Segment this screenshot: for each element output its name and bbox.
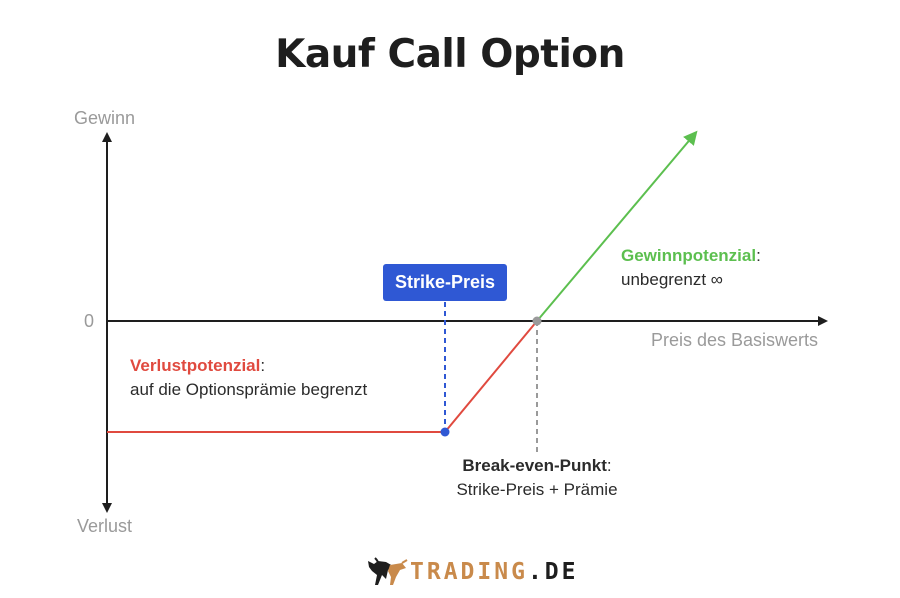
gain-heading: Gewinnpotenzial (621, 246, 757, 265)
strike-point (440, 427, 450, 437)
break-even-annotation: Break-even-Punkt: Strike-Preis + Prämie (437, 454, 637, 502)
loss-colon: : (260, 356, 266, 375)
gain-description: unbegrenzt ∞ (621, 270, 723, 289)
logo-brand-suffix: .DE (527, 559, 579, 585)
x-axis-label: Preis des Basiswerts (651, 330, 819, 350)
y-axis-bottom-label: Verlust (77, 516, 133, 536)
gain-annotation: Gewinnpotenzial: unbegrenzt ∞ (621, 244, 761, 292)
break-even-colon: : (606, 456, 612, 475)
break-even-description: Strike-Preis + Prämie (456, 480, 618, 499)
loss-heading: Verlustpotenzial (130, 356, 261, 375)
loss-description: auf die Optionsprämie begrenzt (130, 380, 368, 399)
strike-price-badge: Strike-Preis (383, 264, 507, 301)
trading-de-logo: TRADING.DE (366, 554, 578, 590)
loss-annotation: Verlustpotenzial: auf die Optionsprämie … (130, 354, 367, 402)
zero-label: 0 (84, 311, 95, 331)
break-even-point (532, 316, 542, 326)
logo-brand-main: TRADING (410, 559, 528, 585)
bull-icon (368, 557, 408, 585)
gain-arrow (536, 130, 698, 322)
page-title: Kauf Call Option (275, 32, 625, 77)
y-axis-top-label: Gewinn (74, 108, 136, 128)
break-even-heading: Break-even-Punkt (462, 456, 607, 475)
gain-colon: : (756, 246, 761, 265)
